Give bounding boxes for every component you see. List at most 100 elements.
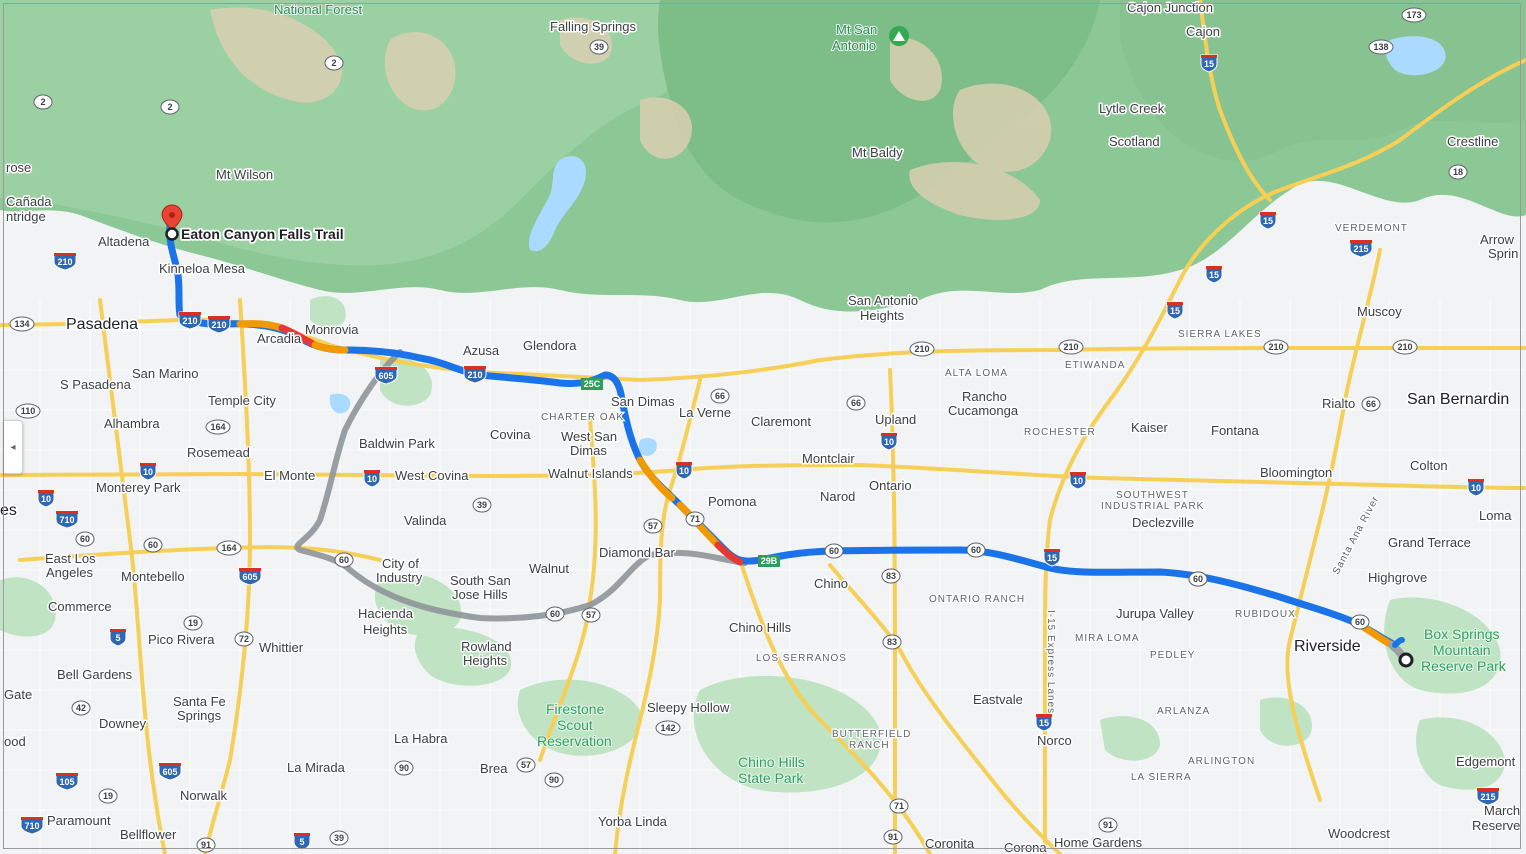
svg-text:10: 10 [143,467,153,477]
label-mira-loma: MIRA LOMA [1075,633,1140,644]
label-downey: Downey [99,716,146,731]
label-reservation: Reservation [537,733,612,749]
label-azusa: Azusa [463,343,500,358]
label-ood: ood [4,734,26,749]
svg-text:10: 10 [884,437,894,447]
label-scout: Scout [557,717,593,733]
route-shield-15: 15 [1043,548,1061,567]
destination-pin-icon[interactable] [161,204,183,241]
route-shield-15: 15 [1035,713,1053,732]
label-norwalk: Norwalk [180,788,227,803]
label-hacienda-heights: Hacienda [358,606,414,621]
route-shield-60: 60 [1350,614,1370,630]
route-shield-15: 15 [1205,265,1223,284]
label-el-monte: El Monte [264,468,315,483]
collapse-side-panel-button[interactable]: ◂ [4,420,23,474]
route-shield-60: 60 [143,537,163,553]
svg-text:83: 83 [887,637,897,647]
svg-text:25C: 25C [584,379,601,389]
route-shield-134: 134 [9,316,35,332]
svg-text:60: 60 [148,540,158,550]
label-glendora: Glendora [523,338,577,353]
label-temple-city: Temple City [208,393,276,408]
label-santa-fe-springs-2: Springs [177,708,222,723]
label-fontana: Fontana [1211,423,1259,438]
label-arrowhead-1: Arrow [1480,232,1515,247]
label-monterey-park: Monterey Park [96,480,181,495]
svg-text:57: 57 [521,760,531,770]
label-baldwin-park: Baldwin Park [359,436,435,451]
label-mt-san-antonio: Mt San [836,22,877,37]
route-shield-173: 173 [1401,7,1427,23]
route-shield-66: 66 [710,388,730,404]
route-shield-15: 15 [1200,54,1218,73]
route-shield-10: 10 [37,489,55,508]
primary-route[interactable] [166,221,1409,664]
svg-text:60: 60 [1193,574,1203,584]
label-pico-rivera: Pico Rivera [148,632,215,647]
svg-text:72: 72 [239,634,249,644]
label-rowland-heights: Rowland [461,639,512,654]
label-national-forest: National Forest [274,2,363,17]
svg-text:10: 10 [41,494,51,504]
svg-text:91: 91 [1103,820,1113,830]
route-shield-164: 164 [216,540,242,556]
svg-text:2: 2 [40,97,45,107]
route-shield-164: 164 [205,419,231,435]
route-shield-60: 60 [824,543,844,559]
svg-text:15: 15 [1263,216,1273,226]
label-kinneloa-mesa: Kinneloa Mesa [159,261,246,276]
route-shield-19: 19 [183,615,203,631]
route-shield-60: 60 [966,542,986,558]
route-shield-39: 39 [329,830,349,846]
svg-text:215: 215 [1353,244,1368,254]
svg-text:60: 60 [550,609,560,619]
svg-text:173: 173 [1406,10,1421,20]
svg-text:19: 19 [188,618,198,628]
svg-text:164: 164 [221,543,236,553]
svg-text:71: 71 [690,514,700,524]
route-shield-10: 10 [139,462,157,481]
label-rubidoux: RUBIDOUX [1235,609,1296,620]
alternate-route[interactable] [294,349,748,622]
svg-text:29B: 29B [761,556,778,566]
label-santa-fe-springs: Santa Fe [173,694,226,709]
route-shield-5: 5 [293,832,311,851]
svg-text:210: 210 [1397,342,1412,352]
svg-text:60: 60 [1355,617,1365,627]
svg-text:15: 15 [1039,718,1049,728]
destination-label[interactable]: Eaton Canyon Falls Trail [179,224,345,244]
route-shield-138: 138 [1368,39,1394,55]
svg-text:110: 110 [21,406,36,416]
label-arcadia: Arcadia [257,331,302,346]
route-shield-10: 10 [880,432,898,451]
label-bell-gardens: Bell Gardens [57,667,133,682]
mountain-peak-icon[interactable] [889,26,909,46]
svg-text:210: 210 [182,316,197,326]
origin-marker[interactable] [1398,652,1414,668]
svg-text:2: 2 [331,58,336,68]
route-shield-210: 210 [463,365,487,384]
label-montebello: Montebello [121,569,185,584]
route-shield-15: 15 [1166,301,1184,320]
route-shield-10: 10 [363,469,381,488]
svg-text:605: 605 [378,371,393,381]
route-shield-19: 19 [98,788,118,804]
svg-text:71: 71 [894,801,904,811]
label-es: es [0,502,17,519]
label-falling-springs: Falling Springs [550,19,636,34]
label-san-antonio-heights-2: Heights [860,308,905,323]
label-altadena: Altadena [98,234,150,249]
route-shield-90: 90 [394,760,414,776]
svg-text:105: 105 [59,777,74,787]
route-shield-39: 39 [589,39,609,55]
route-shield-2: 2 [33,94,53,110]
label-reserve-park: Reserve Park [1421,658,1507,674]
label-corona: Corona [1004,840,1047,854]
label-etiwanda: ETIWANDA [1065,360,1125,371]
label-scotland: Scotland [1109,134,1160,149]
label-la-verne: La Verne [679,405,731,420]
